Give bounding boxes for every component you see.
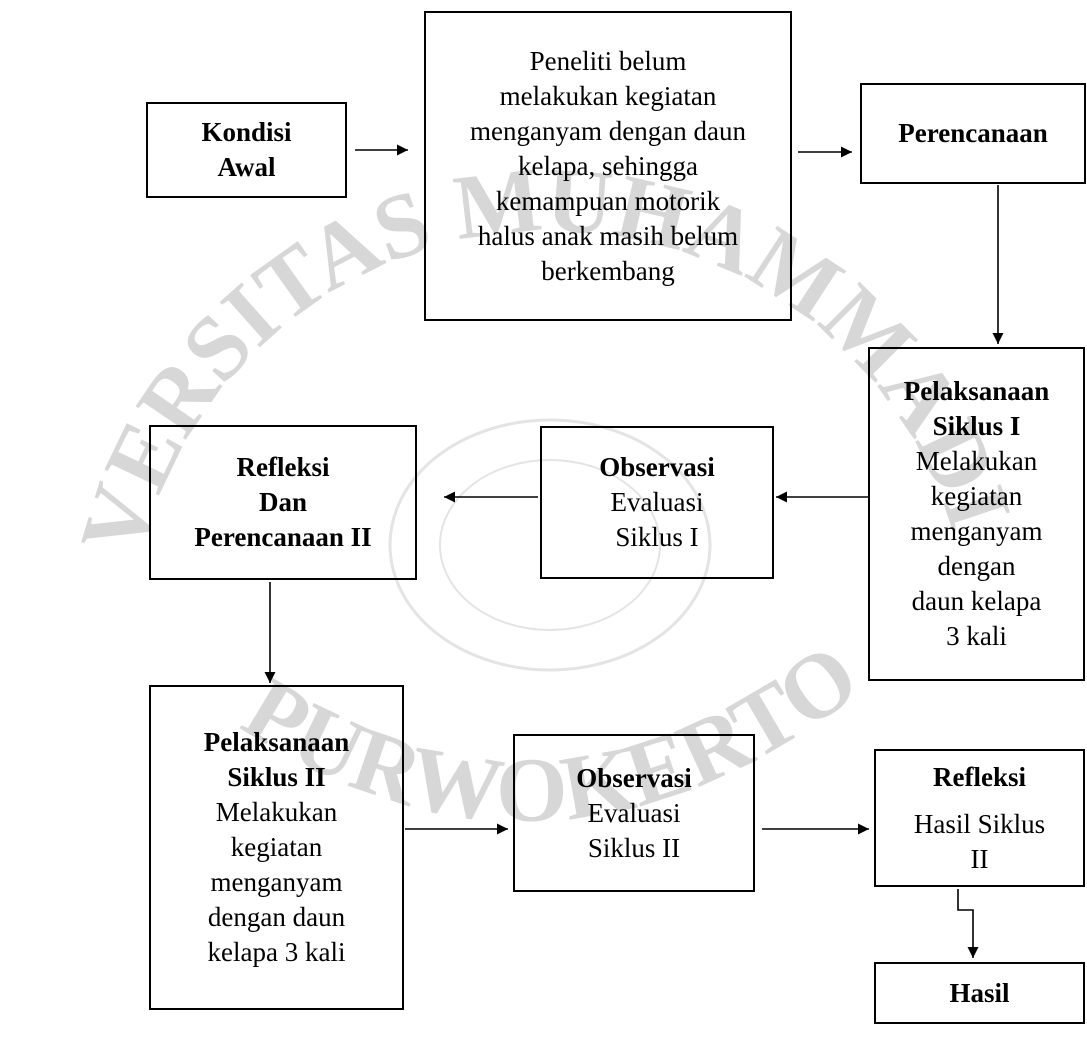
- node-pelaksanaan-1-line-2: kegiatan: [930, 481, 1023, 511]
- node-refleksi-2-line-1: Hasil Siklus: [913, 808, 1046, 839]
- node-refleksi-2-line-2: II: [970, 843, 989, 874]
- node-kondisi-description-line-5: kemampuan motorik: [495, 185, 721, 216]
- node-pelaksanaan-2-line-2: kegiatan: [230, 832, 323, 862]
- node-refleksi-hasil-siklus-2: Refleksi Hasil Siklus II: [874, 749, 1085, 887]
- node-pelaksanaan-1-line-5: daun kelapa: [911, 586, 1042, 616]
- node-hasil: Hasil: [874, 962, 1085, 1024]
- node-kondisi-description-line-6: halus anak masih belum: [477, 220, 739, 251]
- node-refleksi-perencanaan-2: Refleksi Dan Perencanaan II: [149, 425, 417, 580]
- node-observasi-siklus-1: Observasi Evaluasi Siklus I: [540, 426, 774, 579]
- node-pelaksanaan-2-line-1: Melakukan: [215, 797, 338, 827]
- node-observasi-2-title: Observasi: [576, 762, 692, 793]
- node-refleksi-2-title: Refleksi: [933, 761, 1026, 792]
- node-pelaksanaan-2-line-3: menganyam: [210, 867, 343, 897]
- node-pelaksanaan-1-line-4: dengan: [937, 551, 1016, 581]
- node-kondisi-description-line-7: berkembang: [541, 255, 675, 286]
- arrow-refleksi-2-to-hasil: [957, 889, 979, 958]
- node-pelaksanaan-2-title-2: Siklus II: [227, 762, 326, 792]
- node-pelaksanaan-1-title-1: Pelaksanaan: [903, 376, 1050, 406]
- node-observasi-siklus-2: Observasi Evaluasi Siklus II: [513, 734, 755, 892]
- node-kondisi-description: Peneliti belum melakukan kegiatan mengan…: [424, 11, 792, 321]
- node-refleksi-1-title-3: Perencanaan II: [194, 522, 372, 552]
- node-observasi-1-line-1: Evaluasi: [610, 487, 704, 517]
- node-kondisi-description-line-4: kelapa, sehingga: [518, 150, 698, 181]
- node-kondisi-awal-title-2: Awal: [217, 152, 276, 182]
- node-kondisi-description-line-1: Peneliti belum: [529, 45, 687, 76]
- node-perencanaan: Perencanaan: [860, 83, 1086, 184]
- node-kondisi-awal: Kondisi Awal: [146, 102, 347, 198]
- node-observasi-1-title: Observasi: [599, 452, 715, 482]
- node-pelaksanaan-2-line-5: kelapa 3 kali: [207, 937, 346, 967]
- node-hasil-title: Hasil: [949, 977, 1010, 1008]
- node-kondisi-description-line-3: menganyam dengan daun: [470, 115, 746, 146]
- node-pelaksanaan-1-line-6: 3 kali: [946, 621, 1007, 651]
- node-kondisi-awal-title-1: Kondisi: [201, 117, 292, 147]
- node-pelaksanaan-siklus-1: Pelaksanaan Siklus I Melakukan kegiatan …: [868, 347, 1085, 681]
- node-pelaksanaan-1-line-1: Melakukan: [915, 446, 1038, 476]
- node-pelaksanaan-2-line-4: dengan daun: [207, 902, 346, 932]
- node-kondisi-description-line-2: melakukan kegiatan: [499, 80, 717, 111]
- node-refleksi-1-title-1: Refleksi: [236, 452, 330, 482]
- node-observasi-1-line-2: Siklus I: [615, 522, 699, 552]
- node-pelaksanaan-2-title-1: Pelaksanaan: [203, 727, 350, 757]
- node-observasi-2-line-2: Siklus II: [587, 832, 681, 863]
- node-observasi-2-line-1: Evaluasi: [587, 797, 681, 828]
- node-pelaksanaan-1-title-2: Siklus I: [932, 411, 1021, 441]
- node-refleksi-1-title-2: Dan: [258, 487, 307, 517]
- node-perencanaan-title: Perencanaan: [898, 118, 1048, 148]
- node-pelaksanaan-siklus-2: Pelaksanaan Siklus II Melakukan kegiatan…: [149, 685, 404, 1010]
- node-pelaksanaan-1-line-3: menganyam: [910, 516, 1043, 546]
